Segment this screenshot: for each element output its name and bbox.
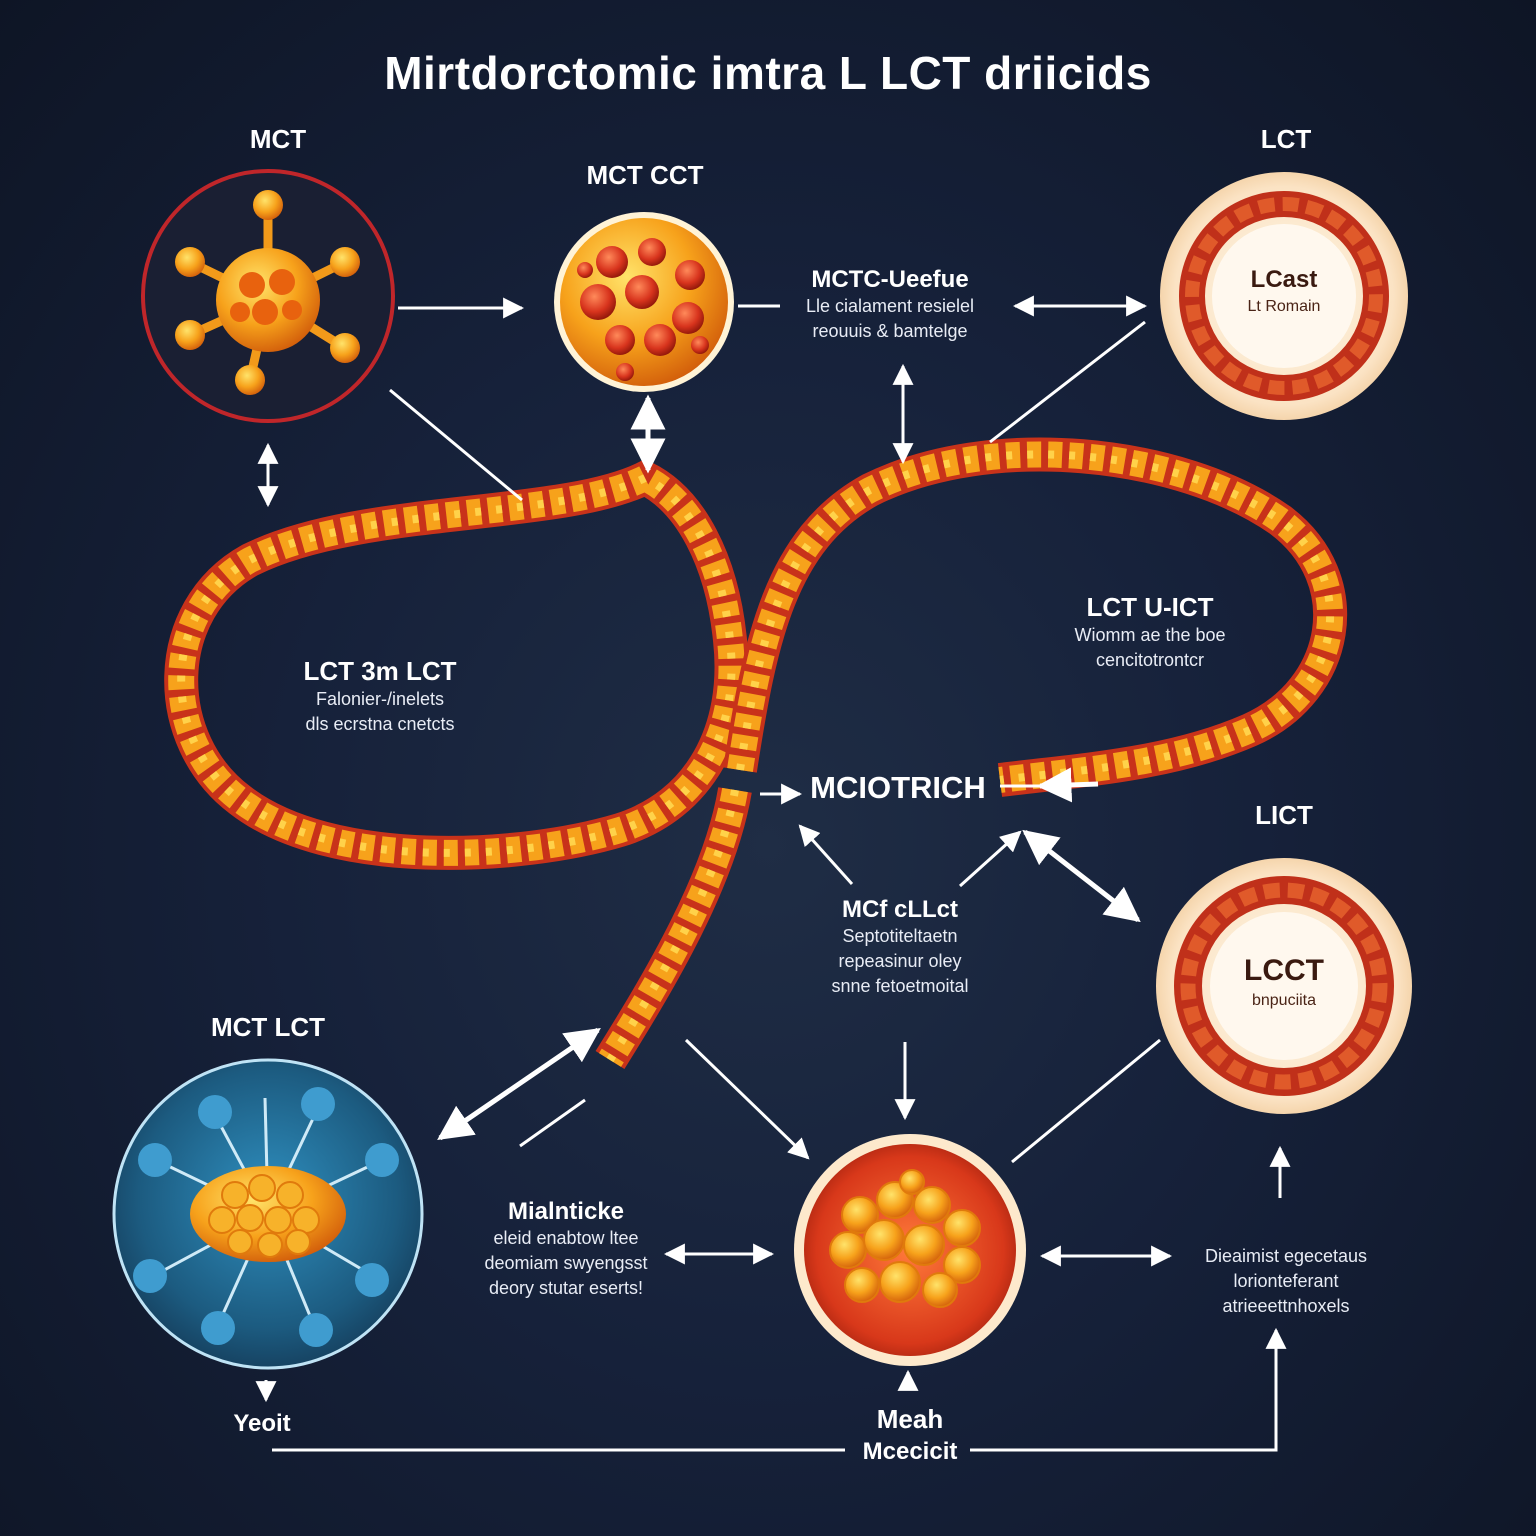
text-block-bottom-right-line-1: Dieaimist egecetaus [1204, 1246, 1368, 1266]
text-block-center-head: MCf cLLct [842, 896, 958, 923]
bottom-feedback-line-right [970, 1327, 1287, 1452]
line-tail-to-globule [684, 1038, 810, 1160]
ring-mid-subtitle: bnpuciita [1251, 992, 1317, 1009]
center-label: MCIOTRICH [810, 770, 986, 805]
ring-top-subtitle: Lt Romain [1247, 298, 1321, 315]
ring-top-title: LCast [1250, 266, 1318, 293]
node-label-mct: MCT [249, 124, 307, 154]
droplet-cell-icon [554, 212, 734, 392]
text-block-bottom-left-line-2: deomiam swyengsst [484, 1253, 648, 1273]
text-block-bottom-right-line-2: lorionteferant [1233, 1271, 1339, 1291]
line-lct-diag [989, 320, 1146, 444]
text-block-bottom-left-head: Mialnticke [507, 1198, 625, 1225]
text-block-bottom-left-line-3: deory stutar eserts! [488, 1278, 644, 1298]
arrow-center-right [958, 830, 1022, 888]
text-block-top-mid-head: MCTC-Ueefue [811, 266, 969, 293]
ring-mid-title: LCCT [1244, 954, 1324, 987]
chain-left-loop [164, 459, 749, 870]
chain-right-loop [723, 437, 1348, 797]
node-label-mct-lct: MCT LCT [210, 1012, 326, 1042]
chain-tail [595, 787, 752, 1070]
text-block-left-loop-line-1: Falonier-/inelets [315, 689, 445, 709]
node-label-lict: LICT [1255, 800, 1313, 830]
text-block-bottom-right-line-3: atrieeettnhoxels [1222, 1296, 1350, 1316]
line-neuron-diag [519, 1098, 586, 1148]
line-lcct-to-globule [1011, 1038, 1161, 1164]
text-block-bottom-right: Dieaimist egecetaus lorionteferant atrie… [1176, 1244, 1396, 1319]
node-label-mct-cct: MCT CCT [586, 160, 704, 190]
arrow-neuron-chain [437, 1027, 601, 1141]
text-block-right-loop-line-1: Wiomm ae the boe [1074, 625, 1226, 645]
text-block-center-line-3: snne fetoetmoital [831, 976, 969, 996]
text-block-top-mid: MCTC-Ueefue Lle cialament resielel reouu… [770, 266, 1010, 344]
line-mct-diag [389, 388, 523, 502]
diagram-title: Mirtdorctomic imtra L LCT driicids [384, 47, 1152, 99]
text-block-bottom-left-line-1: eleid enabtow ltee [493, 1228, 639, 1248]
bottom-center-label-1: Meah [876, 1404, 944, 1434]
molecule-icon [141, 169, 395, 423]
text-block-bottom-left: Mialnticke eleid enabtow ltee deomiam sw… [446, 1198, 686, 1301]
text-block-top-mid-line-2: reouuis & bamtelge [812, 321, 968, 341]
text-block-center-line-2: repeasinur oley [838, 951, 962, 971]
bottom-center-label-2: Mcecicit [862, 1438, 958, 1465]
chain-loops [164, 437, 1348, 1070]
text-block-right-loop-head: LCT U-ICT [1086, 592, 1214, 622]
fat-globule-icon [794, 1134, 1026, 1366]
text-block-left-loop: LCT 3m LCT Falonier-/inelets dls ecrstna… [270, 656, 490, 737]
text-block-center: MCf cLLct Septotiteltaetn repeasinur ole… [790, 896, 1010, 999]
arrow-center-left [798, 824, 854, 886]
ring-cell-icon-top [1160, 172, 1408, 420]
text-block-right-loop-line-2: cencitotrontcr [1095, 650, 1205, 670]
text-block-right-loop: LCT U-ICT Wiomm ae the boe cencitotrontc… [1040, 592, 1260, 673]
neuron-cell-icon [112, 1058, 424, 1370]
ring-cell-icon-mid [1156, 858, 1412, 1114]
text-block-left-loop-line-2: dls ecrstna cnetcts [305, 714, 455, 734]
arrow-into-center-label [1036, 767, 1099, 803]
connectors [255, 295, 1291, 1452]
node-label-lct: LCT [1260, 124, 1312, 154]
arrow-center-licT [1022, 829, 1141, 923]
text-block-center-line-1: Septotiteltaetn [842, 926, 958, 946]
text-block-top-mid-line-1: Lle cialament resielel [805, 296, 975, 316]
text-block-left-loop-head: LCT 3m LCT [303, 656, 457, 686]
bottom-left-footer-label: Yeoit [233, 1410, 291, 1437]
